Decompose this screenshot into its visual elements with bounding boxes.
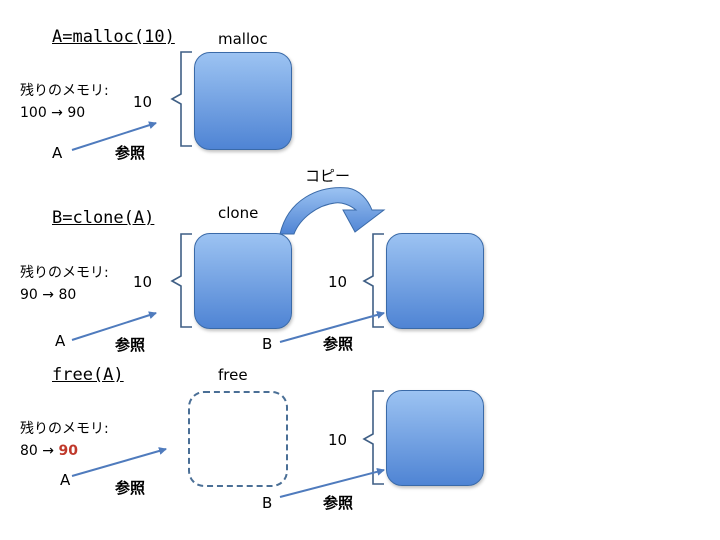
var-label-b: B	[262, 494, 273, 512]
memory-label: 残りのメモリ:	[20, 265, 109, 281]
ref-label-b: 参照	[323, 335, 354, 353]
size-label-b: 10	[328, 431, 348, 449]
size-label-a: 10	[133, 93, 153, 111]
size-label-a: 10	[133, 273, 153, 291]
ref-arrow-b-3	[279, 467, 385, 498]
ref-label-b: 参照	[323, 494, 354, 512]
ref-arrow-a-1	[71, 121, 157, 151]
memory-change: 80 → 90	[20, 440, 109, 462]
var-label-a: A	[55, 332, 66, 350]
freed-block-outline	[188, 391, 288, 487]
ref-label-a: 参照	[115, 479, 146, 497]
memory-label: 残りのメモリ:	[20, 83, 109, 99]
memory-block-b	[386, 390, 484, 486]
code-free: free(A)	[52, 365, 124, 385]
op-label-malloc: malloc	[218, 30, 268, 48]
bracket-a-1	[170, 51, 192, 147]
code-malloc: A=malloc(10)	[52, 27, 175, 47]
memory-block-a	[194, 233, 292, 329]
ref-arrow-a-3	[71, 447, 167, 477]
var-label-a: A	[60, 471, 71, 489]
memory-to-highlight: 90	[58, 443, 78, 459]
memory-status-3: 残りのメモリ: 80 → 90	[20, 418, 109, 462]
size-label-b: 10	[328, 273, 348, 291]
bracket-b-3	[362, 390, 384, 485]
memory-from: 80 →	[20, 443, 59, 459]
ref-arrow-b-2	[279, 311, 385, 343]
ref-arrow-a-2	[71, 311, 157, 341]
memory-block-a	[194, 52, 292, 150]
ref-label-a: 参照	[115, 144, 146, 162]
memory-status-1: 残りのメモリ: 100 → 90	[20, 80, 109, 124]
op-label-clone: clone	[218, 204, 259, 222]
bracket-b-2	[362, 233, 384, 328]
copy-arrow-icon	[279, 187, 386, 235]
var-label-b: B	[262, 335, 273, 353]
code-clone: B=clone(A)	[52, 208, 155, 228]
memory-change: 100 → 90	[20, 105, 86, 121]
memory-change: 90 → 80	[20, 287, 77, 303]
op-label-free: free	[218, 366, 248, 384]
memory-label: 残りのメモリ:	[20, 421, 109, 437]
memory-block-b-copy	[386, 233, 484, 329]
memory-status-2: 残りのメモリ: 90 → 80	[20, 262, 109, 306]
copy-label: コピー	[305, 167, 351, 185]
var-label-a: A	[52, 144, 63, 162]
bracket-a-2	[170, 233, 192, 328]
ref-label-a: 参照	[115, 336, 146, 354]
